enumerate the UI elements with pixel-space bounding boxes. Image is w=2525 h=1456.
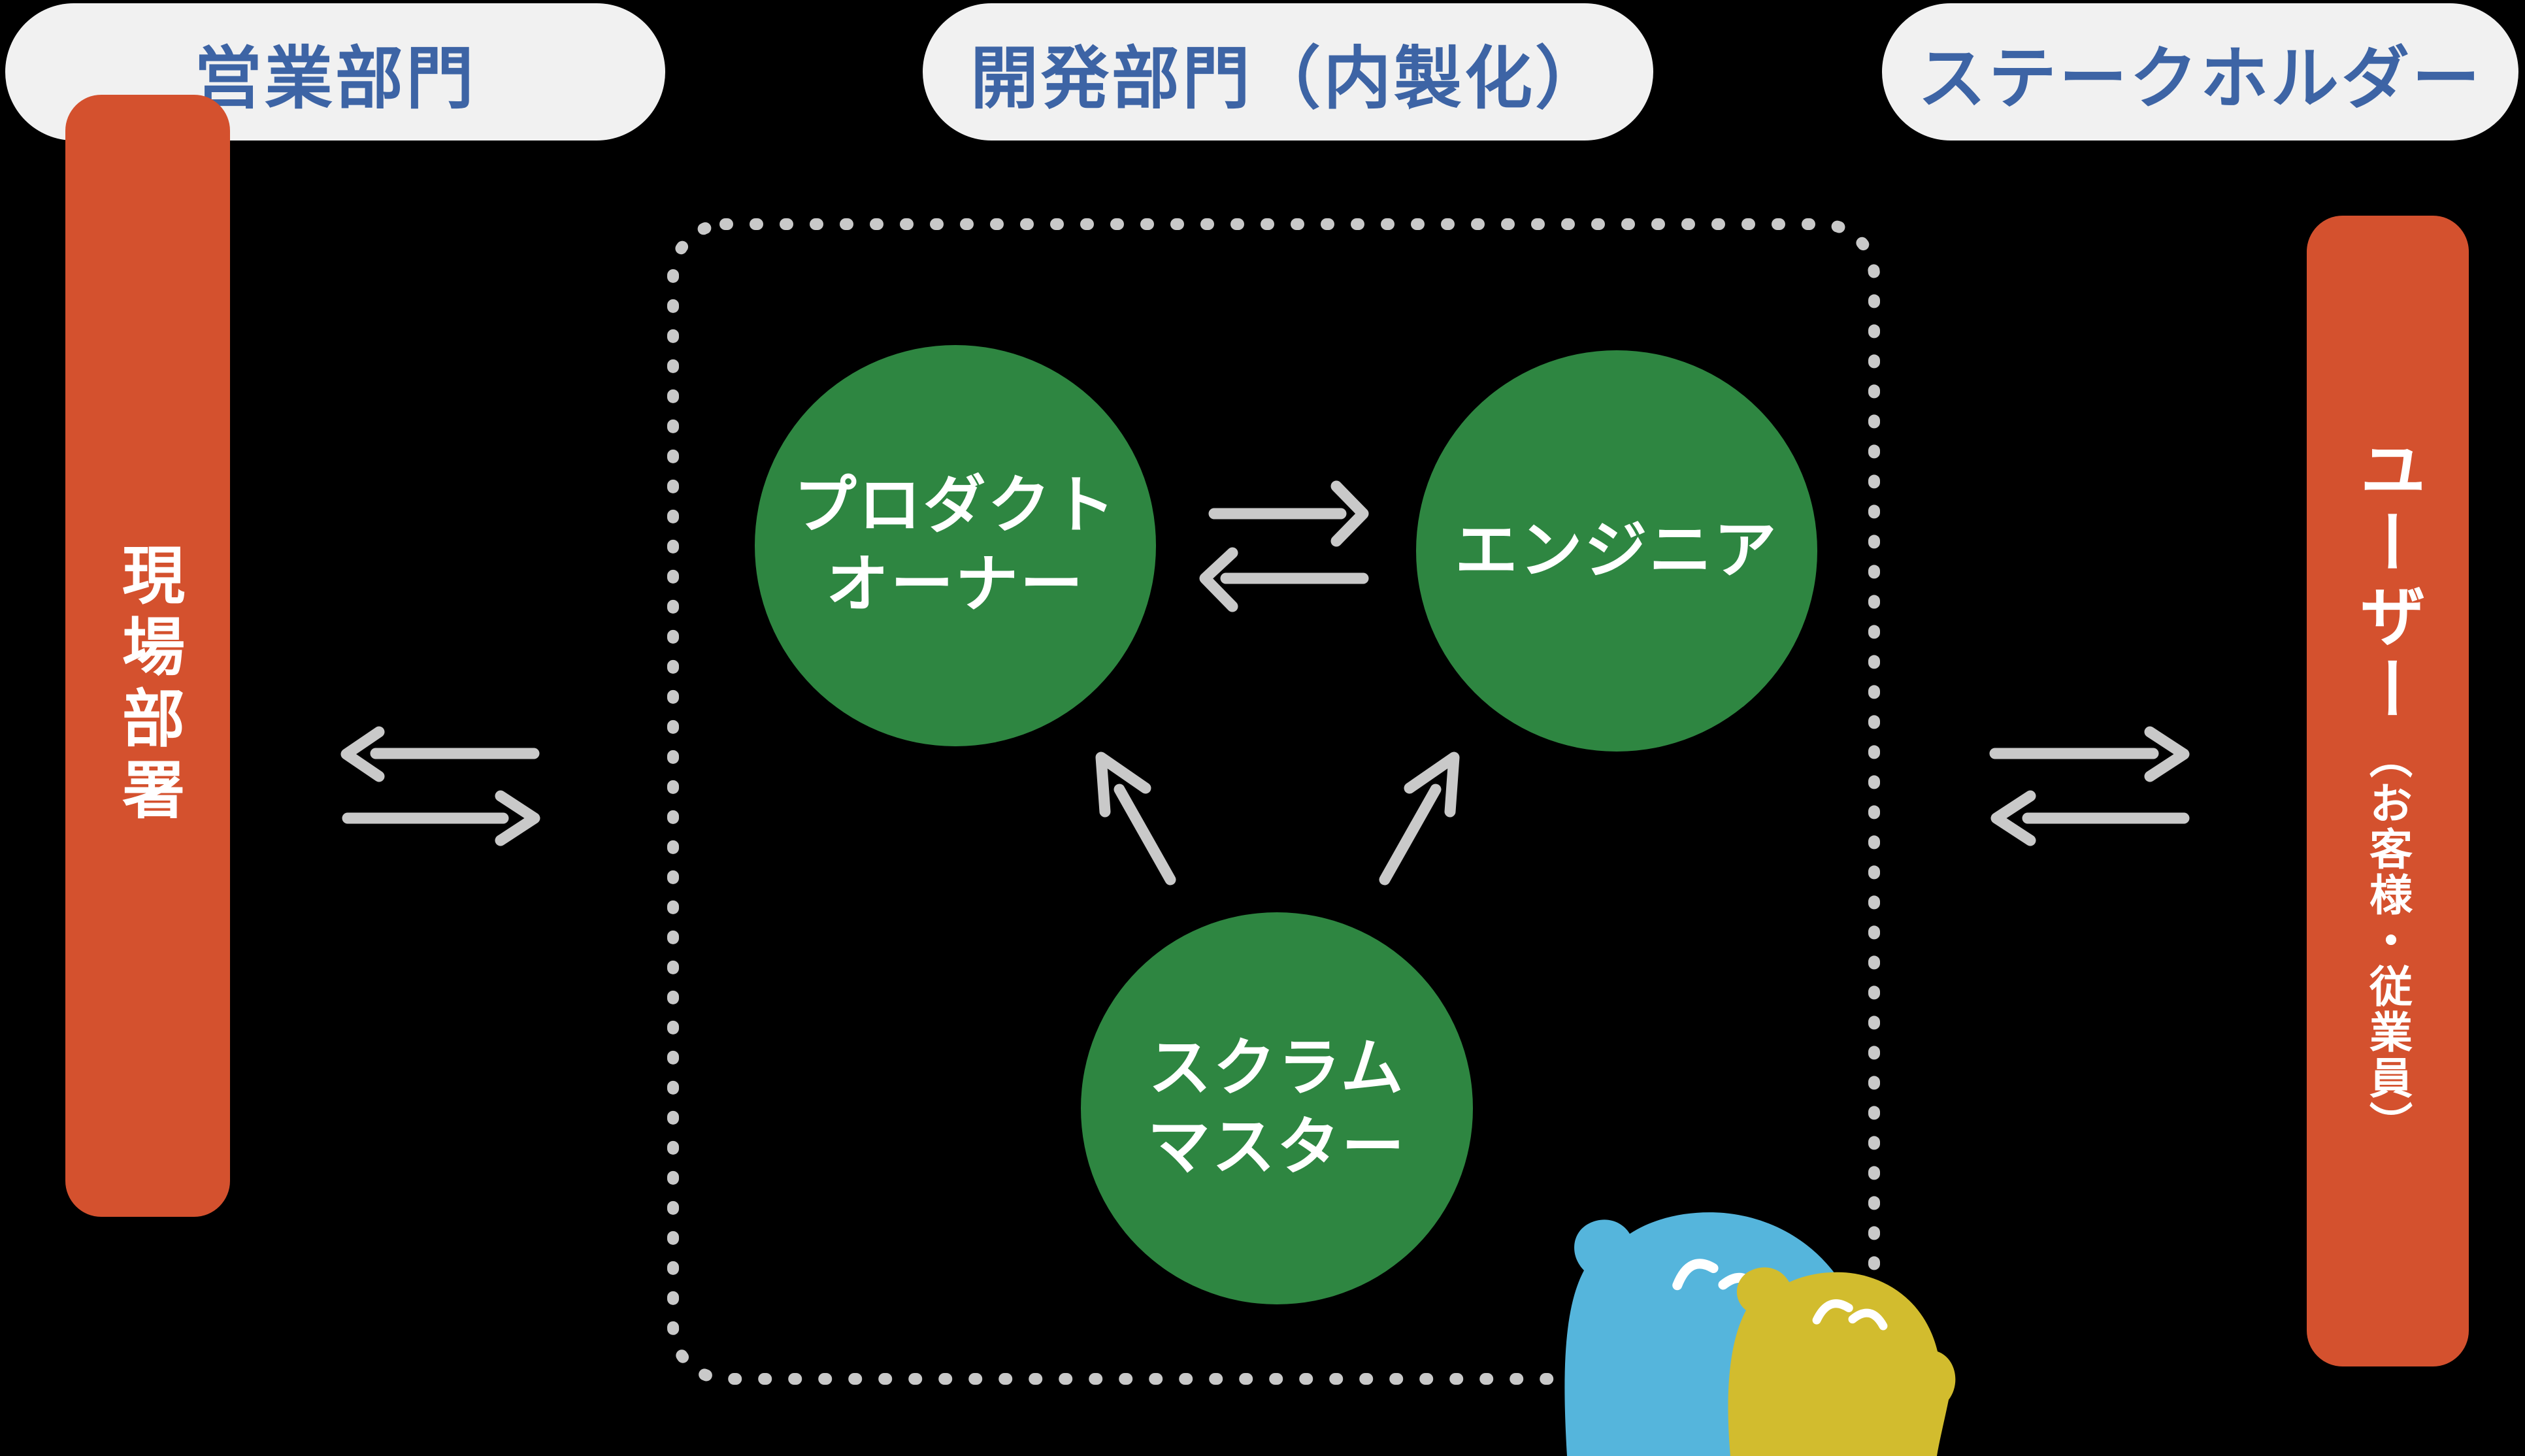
arrow-scrum-to-product-owner — [1095, 752, 1176, 885]
engineer-label: エンジニア — [1455, 515, 1779, 586]
mascot-yellow-right-eye — [1848, 1308, 1888, 1331]
user-stakeholder-bar: ユーザー （お客様・従業員） — [2307, 216, 2469, 1366]
mascot-yellow-body — [1728, 1267, 1956, 1456]
arrow-devteam-to-sales — [340, 726, 540, 782]
mascot-yellow — [1728, 1267, 1956, 1456]
header-stakeholder-label: ステークホルダー — [1917, 41, 2483, 117]
user-sublabel: （お客様・従業員） — [2364, 735, 2412, 1147]
role-scrum-master: スクラム マスター — [1081, 912, 1473, 1304]
field-department-bar: 現場部署 — [65, 95, 230, 1217]
arrow-devteam-to-stakeholder — [1989, 726, 2190, 782]
header-development-label: 開発部門（内製化） — [970, 41, 1606, 117]
product-owner-label-line2: オーナー — [826, 550, 1085, 620]
dev-team-dotted-border — [667, 218, 1880, 1385]
arrow-engineer-to-po — [1199, 547, 1369, 612]
header-sales-label: 営業部門 — [193, 41, 476, 117]
mascot-blue-left-eye — [1672, 1259, 1719, 1291]
header-stakeholder: ステークホルダー — [1882, 3, 2518, 141]
arrow-stakeholder-to-devteam — [1990, 790, 2190, 846]
user-label: ユーザー — [2350, 435, 2425, 729]
role-engineer: エンジニア — [1416, 350, 1817, 752]
role-product-owner: プロダクト オーナー — [755, 345, 1156, 746]
scrum-master-label-line2: マスター — [1147, 1112, 1406, 1182]
arrow-sales-to-devteam — [342, 790, 540, 846]
header-development-department: 開発部門（内製化） — [923, 3, 1653, 141]
mascot-yellow-left-eye — [1812, 1299, 1853, 1325]
field-department-label: 現場部署 — [112, 542, 183, 829]
arrow-po-to-engineer — [1208, 480, 1369, 547]
scrum-master-label-line1: スクラム — [1148, 1033, 1406, 1104]
product-owner-label-line1: プロダクト — [793, 471, 1117, 541]
arrow-scrum-to-engineer — [1379, 752, 1460, 885]
